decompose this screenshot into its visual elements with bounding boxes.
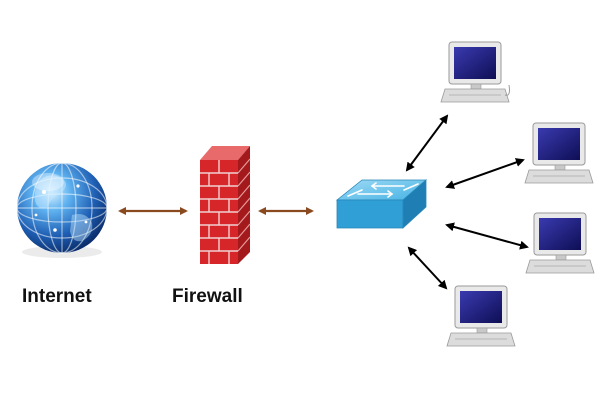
connection-arrow-switch-pc1	[405, 114, 449, 172]
network-switch-icon	[335, 179, 428, 229]
brick-wall-icon	[200, 146, 251, 264]
firewall-label: Firewall	[172, 286, 243, 307]
desktop-computer-icon	[446, 285, 516, 347]
globe-icon	[16, 162, 108, 258]
desktop-computer-icon	[525, 212, 595, 274]
desktop-computer-icon	[524, 122, 594, 184]
internet-label: Internet	[22, 286, 92, 307]
connection-arrow-switch-pc4	[407, 246, 448, 290]
connection-arrow-switch-pc2	[445, 158, 525, 189]
desktop-computer-icon	[440, 41, 510, 103]
switch-links	[405, 114, 529, 290]
connection-arrow-switch-pc3	[445, 222, 529, 250]
